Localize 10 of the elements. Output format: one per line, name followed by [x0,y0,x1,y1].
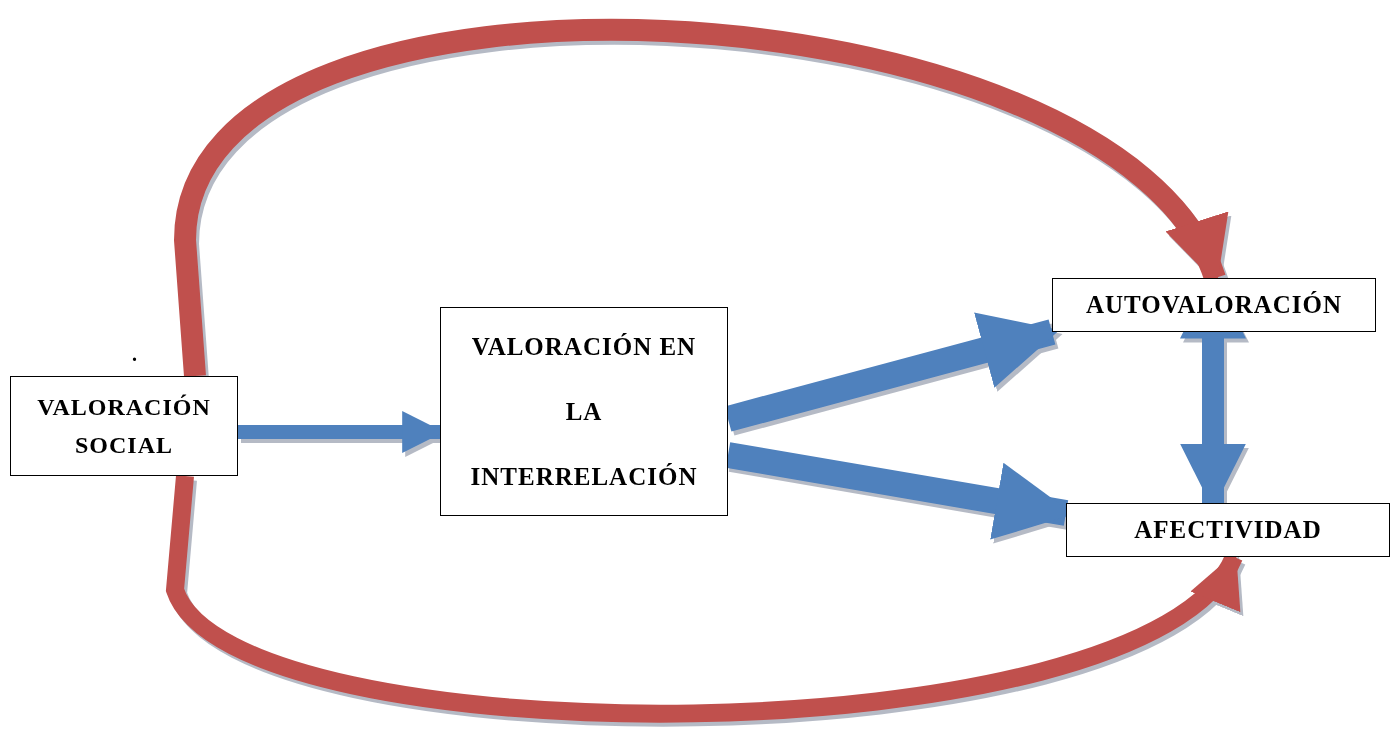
text-box [10,376,238,476]
text-box [1066,503,1390,557]
arrow [166,475,1241,723]
dot-mark: . [132,343,137,366]
box-label: VALORACIÓN EN LA INTERRELACIÓN [469,332,699,492]
box-label: AUTOVALORACIÓN [1085,290,1343,320]
box-label: VALORACIÓN SOCIAL [36,392,212,460]
text-box [440,307,728,516]
box-label: AFECTIVIDAD [1134,515,1322,545]
text-box [1052,278,1376,332]
